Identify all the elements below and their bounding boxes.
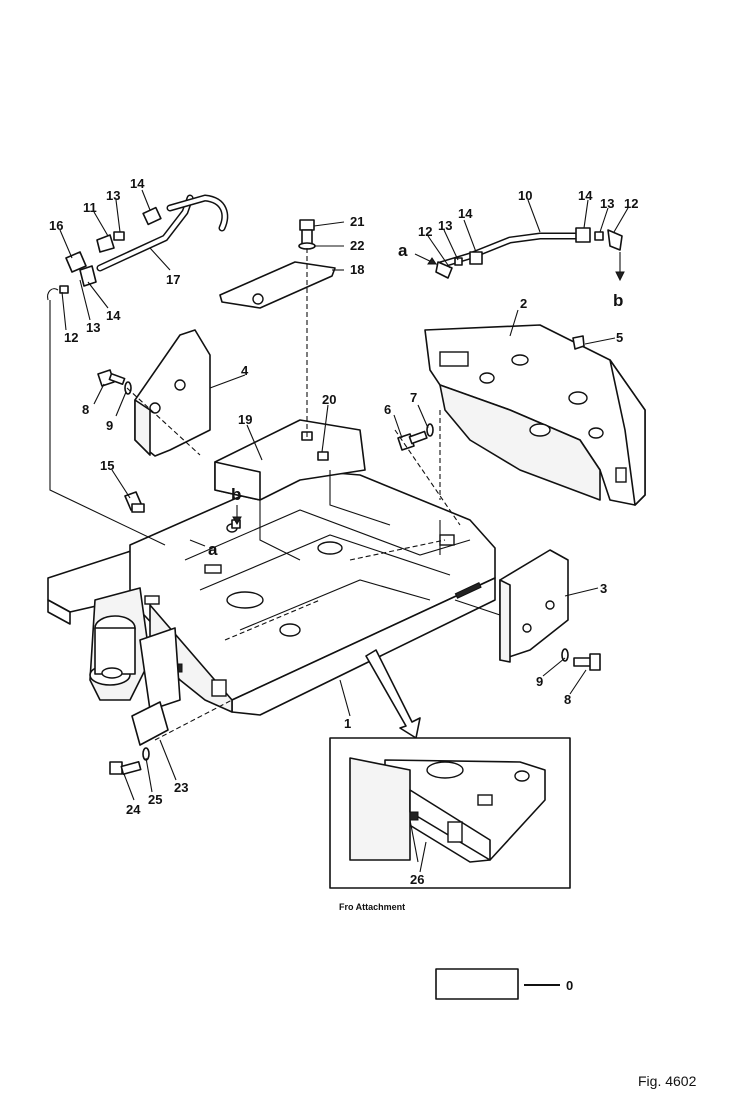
counterweight <box>424 324 646 506</box>
bolt-21 <box>298 219 316 250</box>
inset-caption: Fro Attachment <box>339 902 405 912</box>
callout-14-c: 14 <box>458 206 473 221</box>
callout-26: 26 <box>410 872 424 887</box>
figure-label: Fig. 4602 <box>638 1073 697 1089</box>
callout-4: 4 <box>241 363 249 378</box>
hose-assembly-left <box>47 194 229 301</box>
flow-arrows <box>189 252 625 547</box>
callout-13-b: 13 <box>86 320 100 335</box>
callout-20: 20 <box>322 392 336 407</box>
legend-box <box>435 968 519 1000</box>
callout-13-a: 13 <box>106 188 120 203</box>
callout-6: 6 <box>384 402 391 417</box>
callout-8-left: 8 <box>82 402 89 417</box>
callout-17: 17 <box>166 272 180 287</box>
connection-a-top: a <box>398 241 408 260</box>
callout-2: 2 <box>520 296 527 311</box>
callout-19: 19 <box>238 412 252 427</box>
hose-assembly-right <box>435 227 623 279</box>
callout-12-a: 12 <box>64 330 78 345</box>
bolt-24 <box>109 747 150 775</box>
small-cover <box>131 701 169 746</box>
connection-b-top: b <box>613 291 623 310</box>
callout-14-a: 14 <box>130 176 145 191</box>
bolt-8-right <box>561 648 601 671</box>
callout-23: 23 <box>174 780 188 795</box>
callout-7: 7 <box>410 390 417 405</box>
inset-box <box>329 737 571 889</box>
callout-11: 11 <box>83 200 97 215</box>
connection-b-frame: b <box>231 485 241 504</box>
cover-plate <box>219 261 336 309</box>
swing-bracket <box>89 587 181 711</box>
callout-21: 21 <box>350 214 364 229</box>
main-frame <box>47 419 496 716</box>
connection-a-frame: a <box>208 540 218 559</box>
inset-pointer-arrow <box>365 649 421 739</box>
leader-lines <box>59 189 629 873</box>
callout-9-right: 9 <box>536 674 543 689</box>
callout-10: 10 <box>518 188 532 203</box>
callout-14-b: 14 <box>106 308 121 323</box>
callout-5: 5 <box>616 330 623 345</box>
callout-22: 22 <box>350 238 364 253</box>
bolt-6 <box>397 423 434 451</box>
plate-left <box>134 329 211 457</box>
callout-8-right: 8 <box>564 692 571 707</box>
callout-24: 24 <box>126 802 141 817</box>
callout-3: 3 <box>600 581 607 596</box>
callout-15: 15 <box>100 458 114 473</box>
callout-1: 1 <box>344 716 351 731</box>
callout-9-left: 9 <box>106 418 113 433</box>
callout-25: 25 <box>148 792 162 807</box>
assembly-lines <box>49 248 501 741</box>
callout-14-d: 14 <box>578 188 593 203</box>
plate-right <box>499 549 569 663</box>
callout-12-b: 12 <box>418 224 432 239</box>
callout-16: 16 <box>49 218 63 233</box>
legend-value: 0 <box>566 978 573 993</box>
callout-12-c: 12 <box>624 196 638 211</box>
callout-labels: 21 22 18 4 19 20 2 5 6 7 8 9 15 16 11 13… <box>49 176 697 1089</box>
callout-18: 18 <box>350 262 364 277</box>
callout-13-d: 13 <box>600 196 614 211</box>
callout-13-c: 13 <box>438 218 452 233</box>
bolt-8-left <box>97 369 132 395</box>
